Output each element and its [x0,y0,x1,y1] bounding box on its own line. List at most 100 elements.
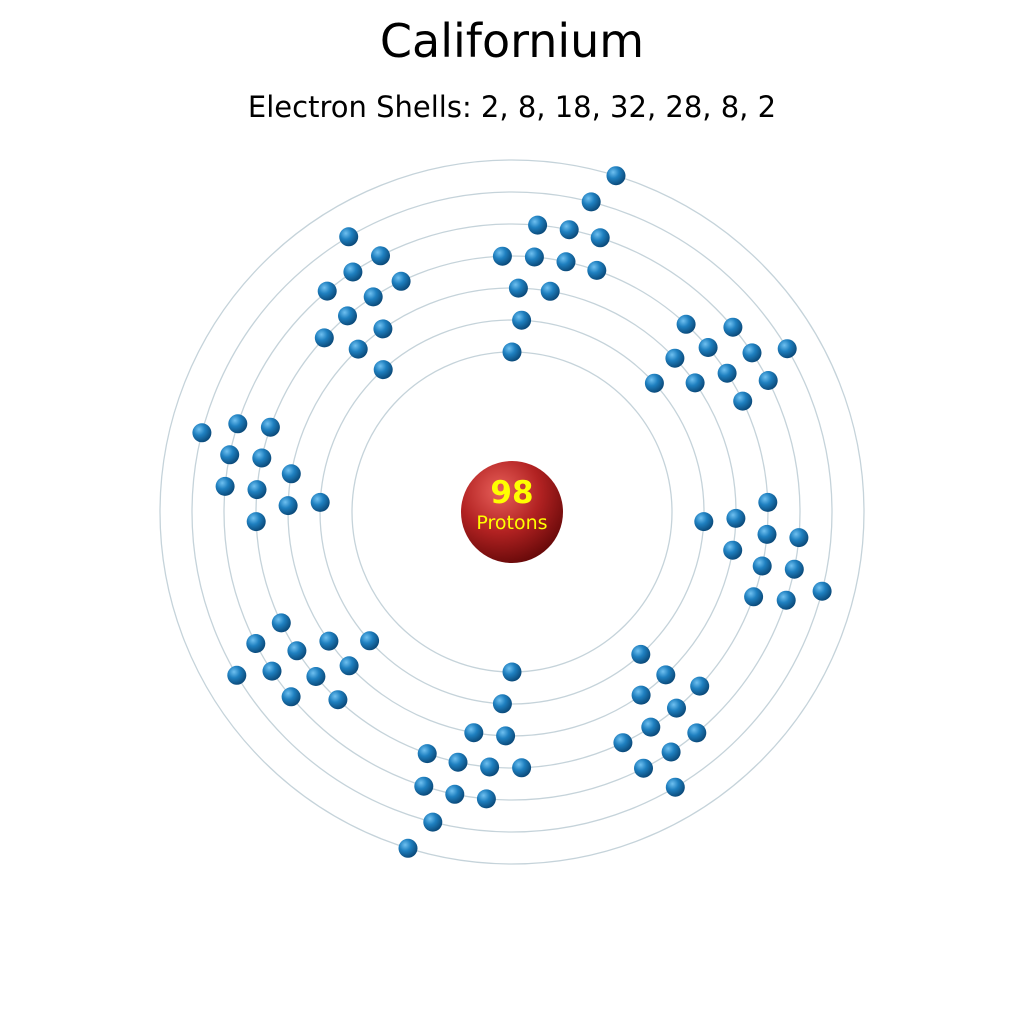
electron [371,246,390,266]
electron [717,363,737,383]
orbit-shell-5 [223,223,801,801]
electron [338,306,357,326]
electron [246,634,266,653]
electron [590,228,610,248]
electron [281,464,301,484]
element-name-title: Californium [379,14,645,68]
electron [776,590,796,610]
electron [742,343,762,363]
electron [246,512,266,532]
electron [777,339,797,359]
electron [676,314,696,334]
electron [192,423,212,443]
electron [287,641,307,661]
electron [417,744,437,764]
electron [613,733,633,753]
electron [445,784,465,804]
nucleus: 98 Protons [461,461,563,563]
electron [512,310,532,330]
electron [343,262,363,282]
electron [373,319,393,339]
electron [559,220,579,240]
electron [587,260,607,280]
electron [631,644,651,664]
electron [665,777,685,797]
electron-shells-subtitle: Electron Shells: 2, 8, 18, 32, 28, 8, 2 [247,90,777,124]
electron [540,281,560,301]
electron [758,371,778,390]
electron [694,512,714,532]
electron [348,339,368,359]
electron [733,391,753,411]
electron [784,559,804,579]
orbit-shell-7 [159,159,865,865]
electron [665,348,685,368]
electron [496,726,516,746]
electron [228,414,248,434]
electron [581,192,601,212]
electron [480,757,500,777]
electron [464,723,484,743]
electron [757,524,777,544]
electron [726,508,746,528]
orbit-shell-2 [319,319,705,705]
electron [687,723,707,743]
electron [360,631,380,651]
electron [758,492,778,512]
electron [690,676,710,696]
electron [492,246,512,266]
electron [641,717,661,737]
nucleus-sphere [461,461,563,563]
electron [812,581,832,601]
electron [363,287,383,307]
electron [661,742,681,762]
electron [723,540,743,560]
electron [512,758,532,778]
electron [524,247,544,267]
electron [502,342,522,362]
electron [631,685,651,705]
electron-group [192,166,832,858]
electron [317,281,337,301]
electron [448,752,468,772]
electron [634,758,653,778]
electron [278,496,298,516]
electron [306,667,326,686]
proton-count: 98 [490,475,533,511]
electron [260,417,280,437]
electron [789,528,809,548]
electron [723,317,743,337]
electron [247,480,267,500]
electron [685,373,705,393]
electron [252,448,272,468]
electron [373,360,393,380]
electron [492,694,512,714]
electron [556,252,576,272]
electron [476,789,496,809]
orbit-shell-6 [191,191,833,833]
electron [328,690,348,710]
proton-label: Protons [476,512,547,534]
electron [310,492,330,512]
electron [656,665,676,685]
electron [606,166,626,186]
electron [262,661,282,681]
electron [667,698,686,718]
electron [423,812,443,832]
electron [281,687,301,707]
electron [215,476,235,496]
electron [220,445,240,465]
electron [528,215,548,235]
electron [227,665,247,685]
electron [314,328,334,348]
electron [502,662,522,682]
electron [414,776,434,796]
electron [644,373,664,393]
electron [339,227,359,247]
electron [398,838,418,858]
electron [744,587,764,607]
electron [752,556,772,576]
electron [339,656,359,676]
electron [319,631,339,651]
